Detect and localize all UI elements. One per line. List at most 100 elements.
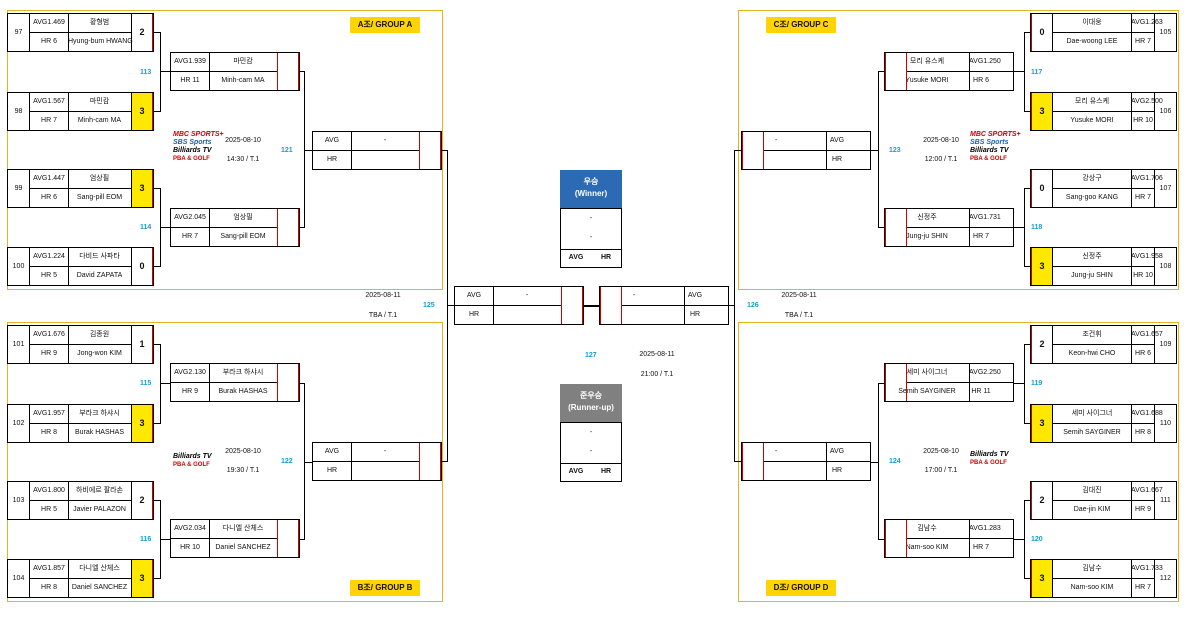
player-name-korean: 신정주 <box>1082 253 1102 260</box>
player-high-run: HR 10 <box>1133 117 1153 124</box>
player-avg: AVG2.500 <box>1131 98 1163 105</box>
match-seed-number: 102 <box>8 405 30 442</box>
result-slot <box>419 132 441 169</box>
player-name-korean: 조건휘 <box>1082 331 1102 338</box>
player-name-english: David ZAPATA <box>76 272 123 279</box>
column-divider <box>68 326 69 363</box>
column-divider <box>68 560 69 597</box>
avg-label: AVG <box>466 292 482 299</box>
winner-avg-label: AVG <box>568 254 584 261</box>
match-number-m116: 116 <box>140 536 152 543</box>
connector-line <box>154 344 160 345</box>
sbs-sports-logo: SBS Sports <box>173 139 212 146</box>
avg-label: AVG <box>324 137 340 144</box>
player-score: 3 <box>1031 560 1053 597</box>
row-divider <box>171 71 277 72</box>
column-divider <box>1131 248 1132 285</box>
player-avg: AVG1.733 <box>1131 565 1163 572</box>
player-name-english: Nam-soo KIM <box>1070 584 1114 591</box>
match-seed-number: 108 <box>1154 248 1176 285</box>
row-divider <box>764 461 870 462</box>
connector-line <box>442 461 448 462</box>
runner-up-label: 준우승 <box>579 391 603 400</box>
match-number-m124: 124 <box>889 458 901 465</box>
connector-line <box>304 462 312 463</box>
player-placeholder: - <box>632 292 636 299</box>
player-avg: AVG1.800 <box>33 487 65 494</box>
sbs-sports-logo: SBS Sports <box>970 139 1009 146</box>
broadcast-logos-d: Billiards TV PBA & GOLF <box>970 451 1022 467</box>
row-divider <box>30 423 131 424</box>
row-divider <box>1053 578 1154 579</box>
match-seed-number: 104 <box>8 560 30 597</box>
runner-up-hr-label: HR <box>600 468 612 475</box>
connector-line <box>878 227 884 228</box>
player-name-korean: 이대웅 <box>1082 19 1102 26</box>
schedule-c-date: 2025-08-10 <box>923 137 959 144</box>
player-name-english: Minh-cam MA <box>77 117 122 124</box>
match-seed-number: 99 <box>8 170 30 207</box>
result-slot <box>885 520 907 557</box>
player-high-run: HR 8 <box>41 429 57 436</box>
match-seed-number: 105 <box>1154 14 1176 51</box>
connector-line <box>300 227 304 228</box>
result-slot <box>277 209 299 246</box>
row-divider <box>1053 188 1154 189</box>
connector-line <box>300 383 304 384</box>
player-score: 3 <box>131 93 153 130</box>
player-high-run: HR 7 <box>1135 194 1151 201</box>
row-divider <box>313 461 419 462</box>
schedule-sf-left-date: 2025-08-11 <box>365 292 401 299</box>
player-high-run: HR 8 <box>1135 429 1151 436</box>
player-high-run: HR 8 <box>41 584 57 591</box>
connector-line <box>160 32 161 112</box>
connector-line <box>1024 266 1030 267</box>
broadcast-logos-b: Billiards TV PBA & GOLF <box>173 453 225 469</box>
winner-divider <box>561 249 621 250</box>
billiards-tv-logo: Billiards TV <box>970 451 1009 458</box>
column-divider <box>209 364 210 401</box>
player-name-english: Jung-ju SHIN <box>906 233 948 240</box>
result-slot <box>561 287 583 324</box>
column-divider <box>351 132 352 169</box>
winner-header: 우승 (Winner) <box>560 170 622 208</box>
row-divider <box>1053 32 1154 33</box>
row-divider <box>171 538 277 539</box>
row-divider <box>764 150 870 151</box>
player-avg: AVG1.939 <box>174 58 206 65</box>
player-name-korean: 세미 사이그너 <box>1071 410 1113 417</box>
column-divider <box>68 248 69 285</box>
player-avg: AVG1.667 <box>1131 487 1163 494</box>
hr-label: HR <box>326 467 338 474</box>
